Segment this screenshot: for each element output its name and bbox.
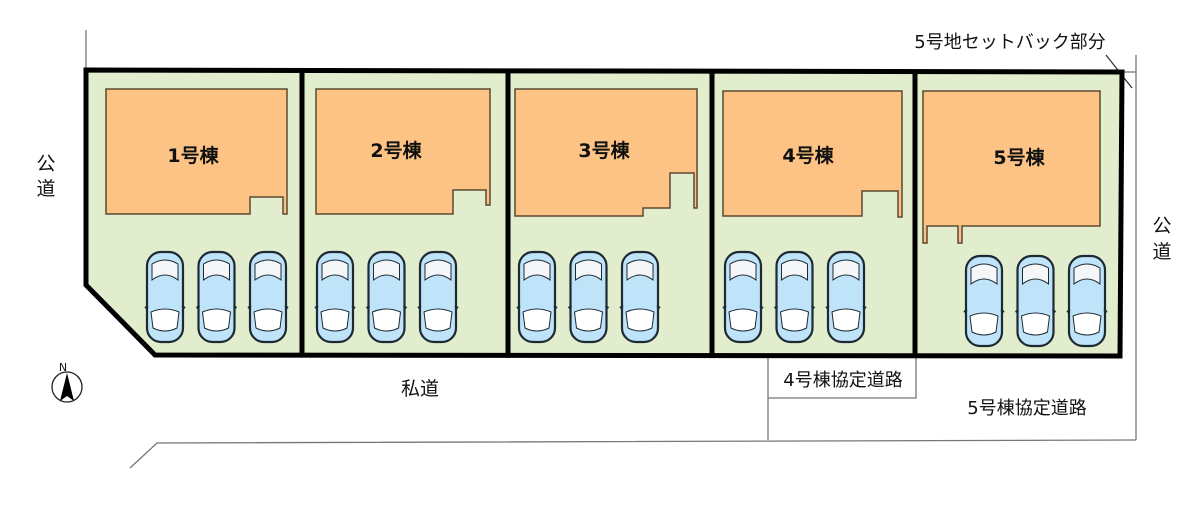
setback-note: 5号地セットバック部分 (914, 32, 1105, 53)
car-icon (195, 250, 238, 344)
car-icon (1066, 254, 1108, 348)
car-icon (619, 250, 661, 344)
north-compass-icon: N (51, 361, 83, 403)
public-road-left-2: 道 (36, 178, 55, 200)
reference-lines (85, 30, 1137, 469)
car-icon (1014, 254, 1057, 348)
public-road-right-1: 公 (1152, 215, 1171, 237)
compass-label: N (59, 361, 67, 374)
building-2 (315, 88, 491, 215)
building-3-label: 3号棟 (578, 139, 630, 162)
car-icon (516, 250, 558, 344)
public-road-left-1: 公 (36, 153, 55, 175)
car-icon (825, 250, 867, 344)
building-2-label: 2号棟 (370, 139, 422, 162)
building-4 (722, 90, 903, 218)
car-icon (365, 250, 408, 344)
car-icon (963, 254, 1005, 348)
building-1 (105, 88, 288, 215)
building-3 (514, 88, 698, 217)
car-icon (247, 250, 289, 344)
car-icon (773, 250, 816, 344)
car-icon (722, 250, 764, 344)
car-icon (314, 250, 356, 344)
parking-area (144, 250, 1108, 348)
car-icon (144, 250, 186, 344)
private-road-label: 私道 (401, 378, 439, 400)
building-1-label: 1号棟 (167, 144, 219, 167)
agreement-road-4-label: 4号棟協定道路 (783, 370, 902, 391)
agreement-road-5-label: 5号棟協定道路 (967, 398, 1086, 419)
lot-dividers (299, 70, 918, 356)
car-icon (567, 250, 610, 344)
car-icon (417, 250, 459, 344)
building-4-label: 4号棟 (782, 144, 834, 167)
building-5-label: 5号棟 (993, 146, 1045, 169)
public-road-right-2: 道 (1152, 241, 1171, 263)
building-5 (922, 90, 1101, 244)
